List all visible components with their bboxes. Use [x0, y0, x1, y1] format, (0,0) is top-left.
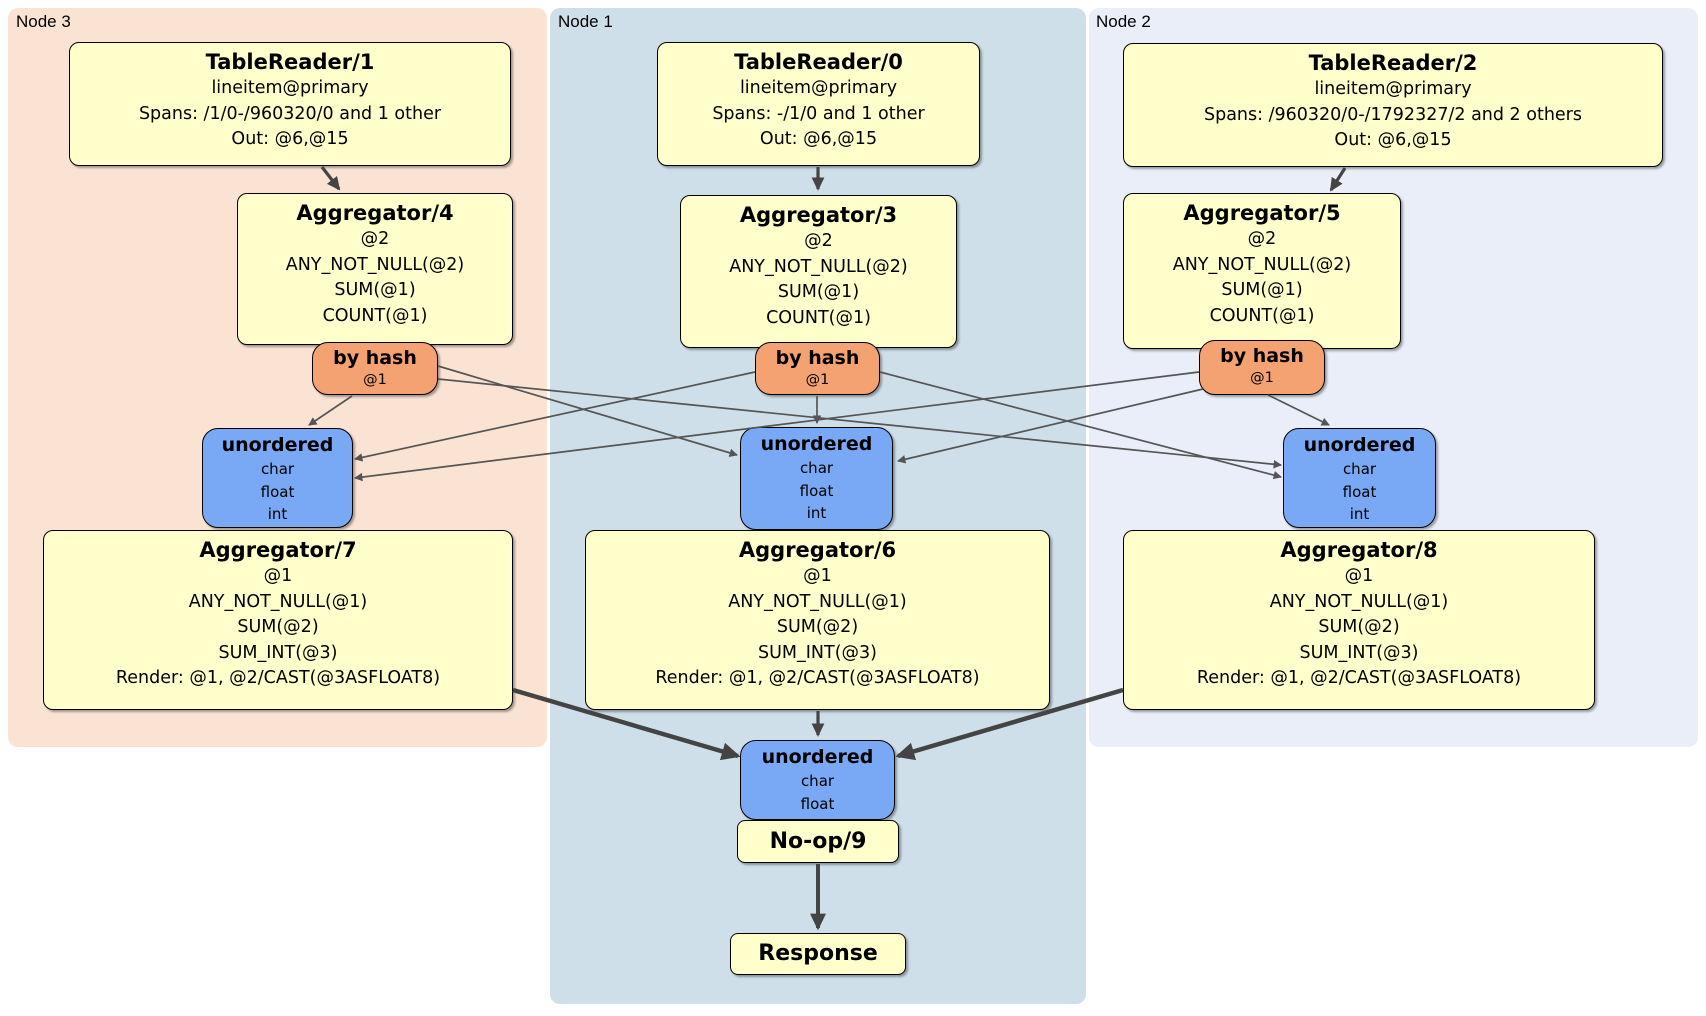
processor-detail: lineitem@primary — [739, 78, 898, 98]
stream-title: unordered — [760, 433, 873, 455]
processor-detail: SUM(@1) — [777, 282, 860, 302]
processor-detail: Spans: /960320/0-/1792327/2 and 2 others — [1203, 104, 1582, 125]
processor-detail: @2 — [804, 231, 833, 251]
router-columns: @1 — [805, 372, 830, 388]
stream-title: unordered — [221, 434, 334, 456]
stream-unordered-final: unordered char float — [740, 740, 895, 820]
stream-column: float — [1342, 482, 1377, 501]
processor-detail: ANY_NOT_NULL(@1) — [1269, 591, 1449, 612]
processor-aggregator-3: Aggregator/3 @2 ANY_NOT_NULL(@2) SUM(@1)… — [680, 195, 957, 348]
stream-column: int — [1349, 505, 1370, 523]
processor-title: Aggregator/7 — [199, 538, 357, 562]
processor-detail: ANY_NOT_NULL(@2) — [729, 256, 908, 277]
processor-detail: SUM(@1) — [334, 280, 416, 300]
router-columns: @1 — [363, 372, 387, 388]
processor-detail: Render: @1, @2/CAST(@3ASFLOAT8) — [115, 668, 441, 688]
stream-column: float — [260, 482, 295, 501]
stream-title: unordered — [761, 746, 874, 768]
processor-title: Aggregator/4 — [296, 201, 454, 225]
router-by-hash-right: by hash @1 — [1199, 340, 1325, 395]
processor-aggregator-4: Aggregator/4 @2 ANY_NOT_NULL(@2) SUM(@1)… — [237, 193, 513, 345]
stream-column: char — [799, 459, 834, 477]
stream-column: char — [1342, 460, 1377, 478]
processor-detail: SUM(@1) — [1221, 280, 1303, 300]
processor-title: Aggregator/6 — [738, 538, 897, 562]
processor-aggregator-8: Aggregator/8 @1 ANY_NOT_NULL(@1) SUM(@2)… — [1123, 530, 1595, 710]
processor-tablereader-2: TableReader/2 lineitem@primary Spans: /9… — [1123, 43, 1663, 167]
processor-title: Aggregator/3 — [739, 203, 898, 227]
processor-tablereader-0: TableReader/0 lineitem@primary Spans: -/… — [657, 42, 980, 166]
processor-title: TableReader/0 — [734, 50, 903, 74]
processor-detail: lineitem@primary — [1314, 79, 1472, 99]
processor-detail: COUNT(@1) — [1209, 305, 1315, 326]
processor-detail: Out: @6,@15 — [231, 129, 349, 149]
processor-title: TableReader/2 — [1308, 51, 1478, 75]
stream-column: int — [267, 505, 288, 523]
processor-title: No-op/9 — [769, 828, 867, 854]
processor-detail: ANY_NOT_NULL(@1) — [188, 591, 368, 612]
processor-detail: SUM_INT(@3) — [218, 642, 338, 663]
processor-detail: @2 — [1247, 229, 1277, 249]
processor-detail: ANY_NOT_NULL(@2) — [1172, 254, 1352, 275]
processor-detail: Out: @6,@15 — [759, 129, 878, 149]
processor-detail: SUM_INT(@3) — [1299, 642, 1419, 663]
processor-detail: SUM(@2) — [1318, 617, 1400, 637]
processor-response: Response — [730, 933, 906, 975]
processor-detail: @2 — [360, 229, 390, 249]
stream-column: int — [806, 504, 827, 522]
processor-title: TableReader/1 — [205, 50, 375, 74]
router-title: by hash — [775, 347, 860, 369]
stream-unordered-right: unordered char float int — [1283, 428, 1436, 528]
processor-aggregator-6: Aggregator/6 @1 ANY_NOT_NULL(@1) SUM(@2)… — [585, 530, 1050, 710]
router-title: by hash — [1220, 345, 1304, 367]
processor-detail: Spans: /1/0-/960320/0 and 1 other — [138, 103, 442, 124]
router-columns: @1 — [1250, 370, 1274, 386]
processor-detail: Render: @1, @2/CAST(@3ASFLOAT8) — [655, 668, 980, 688]
processor-title: Aggregator/5 — [1183, 201, 1341, 225]
stream-column: float — [799, 481, 834, 500]
stream-column: float — [800, 794, 835, 813]
stream-unordered-left: unordered char float int — [202, 428, 353, 528]
router-by-hash-left: by hash @1 — [312, 342, 438, 395]
processor-detail: @1 — [1344, 566, 1374, 586]
processor-detail: lineitem@primary — [211, 78, 369, 98]
processor-title: Aggregator/8 — [1280, 538, 1438, 562]
processor-detail: Spans: -/1/0 and 1 other — [712, 103, 925, 124]
processor-detail: @1 — [803, 566, 832, 586]
processor-detail: @1 — [263, 566, 293, 586]
stream-column: char — [260, 460, 295, 478]
processor-aggregator-5: Aggregator/5 @2 ANY_NOT_NULL(@2) SUM(@1)… — [1123, 193, 1401, 349]
processor-tablereader-1: TableReader/1 lineitem@primary Spans: /1… — [69, 42, 511, 166]
processor-detail: SUM_INT(@3) — [758, 642, 877, 663]
processor-detail: ANY_NOT_NULL(@2) — [285, 254, 465, 275]
processor-detail: SUM(@2) — [237, 617, 319, 637]
processor-aggregator-7: Aggregator/7 @1 ANY_NOT_NULL(@1) SUM(@2)… — [43, 530, 513, 710]
processor-detail: ANY_NOT_NULL(@1) — [728, 591, 907, 612]
stream-title: unordered — [1303, 434, 1416, 456]
group-label-node-2: Node 2 — [1096, 12, 1151, 31]
group-label-node-3: Node 3 — [16, 12, 71, 31]
processor-detail: COUNT(@1) — [322, 305, 428, 326]
processor-detail: Out: @6,@15 — [1334, 130, 1452, 150]
group-label-node-1: Node 1 — [558, 12, 613, 31]
processor-noop-9: No-op/9 — [737, 820, 899, 863]
processor-detail: COUNT(@1) — [766, 307, 871, 328]
stream-unordered-mid: unordered char float int — [740, 427, 893, 530]
processor-detail: Render: @1, @2/CAST(@3ASFLOAT8) — [1196, 668, 1522, 688]
processor-title: Response — [758, 941, 878, 966]
processor-detail: SUM(@2) — [776, 617, 859, 637]
router-title: by hash — [333, 347, 417, 369]
router-by-hash-mid: by hash @1 — [755, 342, 880, 395]
stream-column: char — [800, 772, 835, 790]
